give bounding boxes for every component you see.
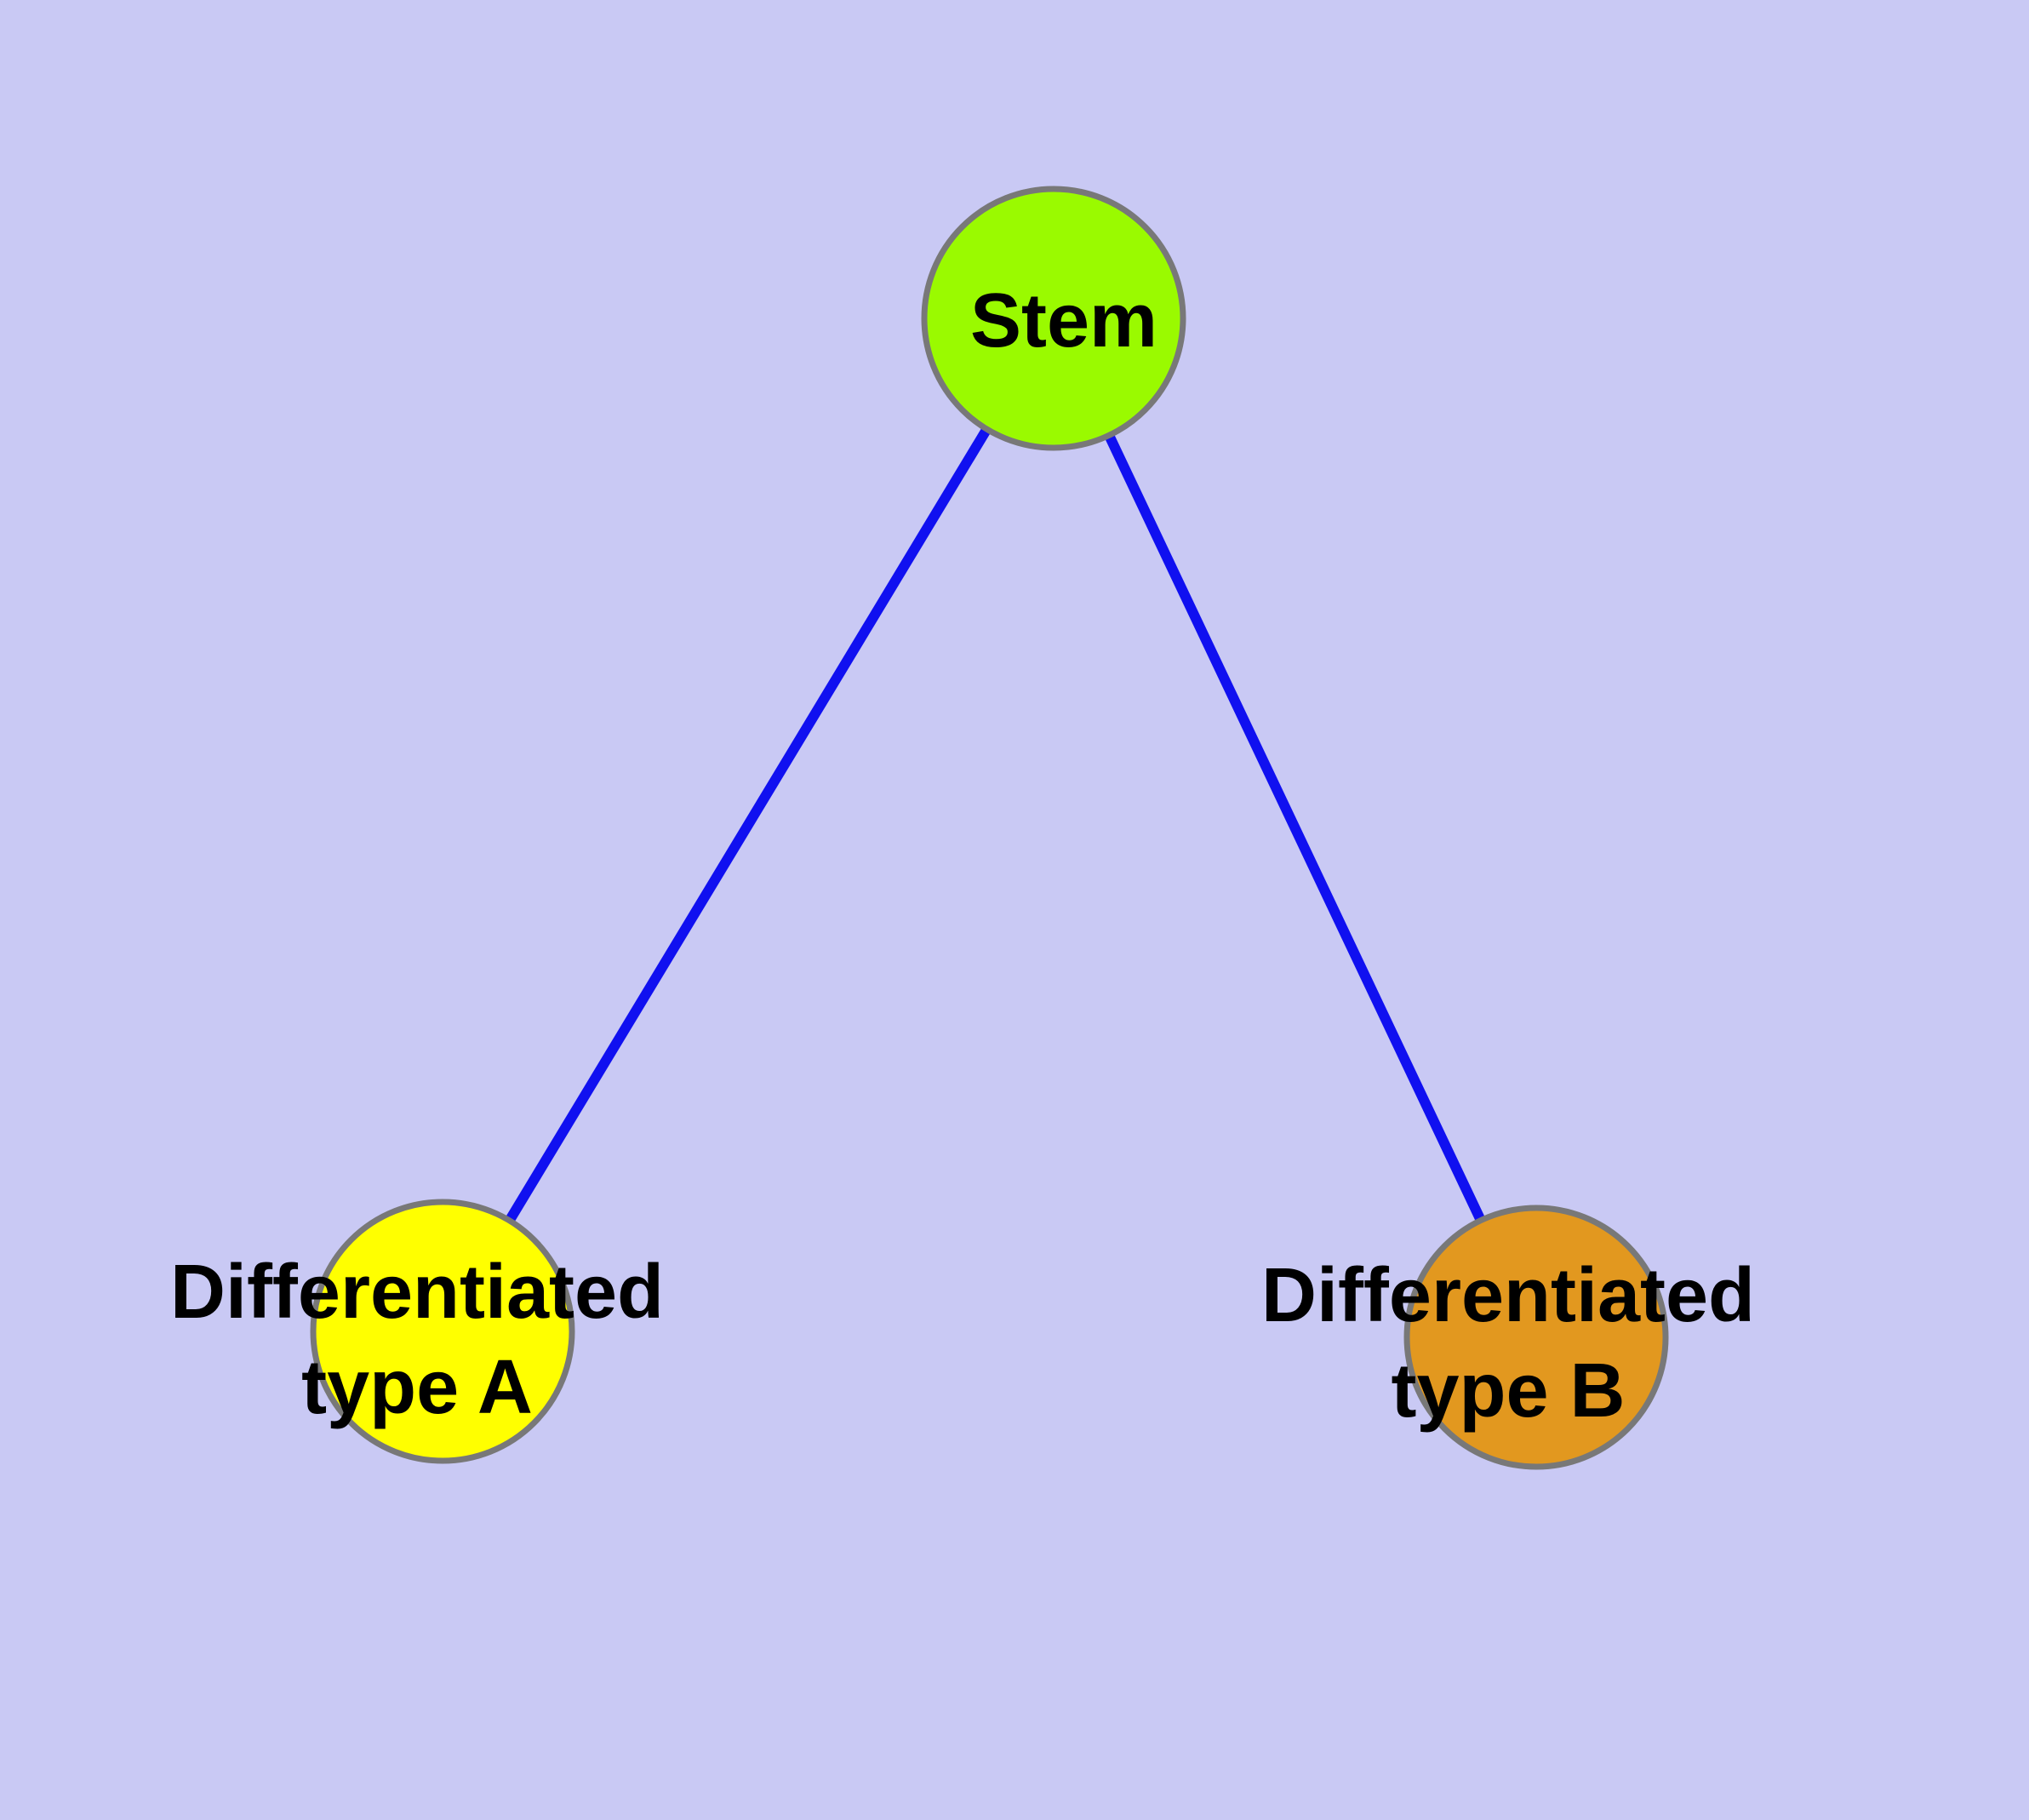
- node-type-b-label-line-2: type B: [1391, 1348, 1625, 1434]
- node-stem-circle: [921, 186, 1186, 451]
- node-type-b-circle: [1403, 1205, 1669, 1470]
- node-type-a-circle: [310, 1199, 575, 1464]
- node-type-a-label-line-2: type A: [301, 1345, 533, 1430]
- node-type-a-label-line-1: Differentiated: [170, 1250, 664, 1335]
- edge-stem-to-type-b: [1049, 316, 1541, 1340]
- edge-stem-to-type-a: [437, 315, 1059, 1335]
- node-type-b-label-line-1: Differentiated: [1261, 1253, 1755, 1338]
- node-stem-label: Stem: [970, 278, 1157, 363]
